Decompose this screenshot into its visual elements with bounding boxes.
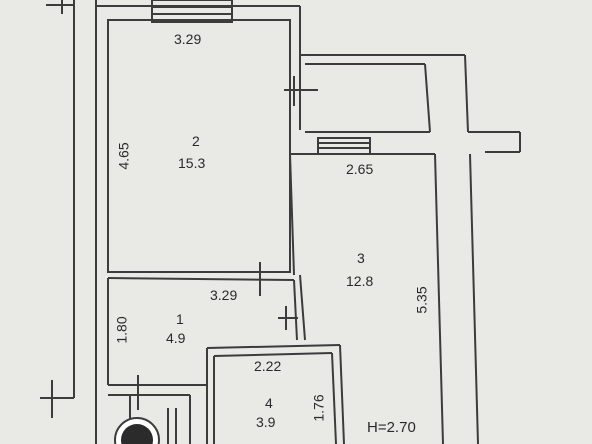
room-4-number-label: 4 [265,395,273,411]
room-4-right-inner [331,352,337,444]
room-1-top [107,277,295,281]
balcony-inner-right [424,63,431,133]
room-3-left-lower [299,274,306,341]
room-4-top-outer [206,344,341,349]
room-1-number-label: 1 [176,311,184,327]
walls [40,0,521,444]
room-4-right-outer [339,344,345,444]
outer-right-wall [469,153,479,444]
room-4-top-inner [213,352,333,357]
room-2-width-label: 3.29 [174,31,202,47]
room-3-width-label: 2.65 [346,161,374,177]
room-3-left [289,153,295,276]
room-2-outline [107,19,291,273]
window-top [151,0,233,23]
window-room-3 [317,137,371,155]
ceiling-height-label: H=2.70 [367,419,416,436]
room-2-area-label: 15.3 [178,155,206,171]
balcony-right-wall [464,54,469,133]
room-1-width-label: 3.29 [210,287,238,303]
room-1-length-label: 1.80 [113,316,130,344]
room-4-width-label: 2.22 [254,358,282,374]
toilet-fixture [114,417,160,444]
room-2-length-label: 4.65 [115,142,132,170]
room-1-right [293,279,298,341]
room-2-number-label: 2 [192,133,200,149]
room-3-area-label: 12.8 [346,273,374,289]
room-3-number-label: 3 [357,250,365,266]
room-4-length-label: 1.76 [310,394,327,422]
room-3-length-label: 5.35 [413,286,430,314]
room-1-area-label: 4.9 [166,330,186,346]
room-4-area-label: 3.9 [256,414,276,430]
room-3-right [434,153,444,444]
